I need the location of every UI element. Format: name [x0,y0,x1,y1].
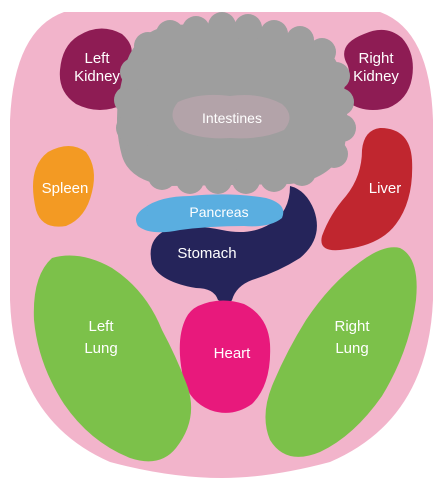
intestine-bump [293,69,315,91]
left-lung-label-1: Left [88,318,114,335]
intestine-bump [169,139,191,161]
intestine-bump [260,164,288,192]
intestine-bump [259,141,281,163]
left-kidney-label-2: Kidney [74,68,120,85]
intestine-bump [114,86,142,114]
intestine-bump [328,114,356,142]
right-kidney-label-1: Right [358,50,394,67]
intestine-bump [199,145,221,167]
intestine-bump [229,145,251,167]
intestine-bump [322,62,350,90]
stomach-label: Stomach [177,245,236,262]
intestine-bump [241,53,263,75]
intestine-bump [204,166,232,194]
left-lung-label-2: Lung [84,340,117,357]
intestine-bump [320,140,348,168]
intestine-bump [176,166,204,194]
intestines-label: Intestines [202,110,262,126]
spleen-label: Spleen [42,180,89,197]
intestine-bump [147,117,169,139]
intestine-bump [148,162,176,190]
intestine-bump [260,20,288,48]
intestine-bump [208,12,236,40]
intestine-bump [182,16,210,44]
intestine-bump [116,114,144,142]
intestine-bump [285,135,307,157]
intestine-bump [234,14,262,42]
intestine-bump [213,51,235,73]
intestine-bump [269,59,291,81]
intestine-bump [159,59,181,81]
intestine-bump [288,158,316,186]
left-kidney-label-1: Left [84,50,110,67]
intestine-bump [185,53,207,75]
intestine-bump [326,88,354,116]
intestine-bump [308,38,336,66]
pancreas-label: Pancreas [189,204,248,220]
intestine-bump [124,142,152,170]
right-lung-label-2: Lung [335,340,368,357]
intestine-bump [232,166,260,194]
right-lung-label-1: Right [334,318,370,335]
intestine-bump [145,87,167,109]
heart-label: Heart [214,345,252,362]
intestines [114,12,356,194]
intestine-bump [120,58,148,86]
right-kidney-label-2: Kidney [353,68,399,85]
liver-label: Liver [369,180,402,197]
intestine-bump [305,93,327,115]
intestine-bump [156,20,184,48]
